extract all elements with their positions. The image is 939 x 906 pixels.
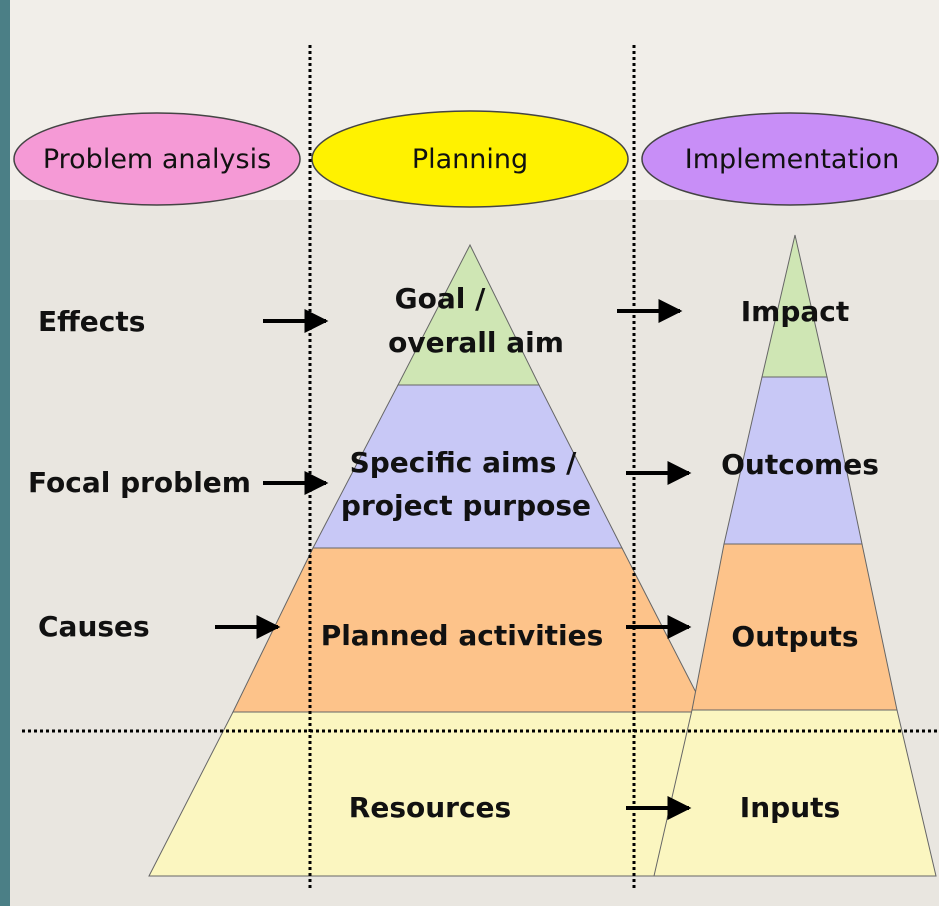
- label-focal-problem: Focal problem: [28, 466, 251, 499]
- label-outputs: Outputs: [731, 620, 858, 653]
- label-goal-line2: overall aim: [388, 326, 564, 359]
- implementation-ellipse: [641, 112, 939, 206]
- label-causes: Causes: [38, 610, 150, 643]
- label-resources: Resources: [349, 791, 511, 824]
- label-planned-activities: Planned activities: [321, 619, 604, 652]
- label-outcomes: Outcomes: [721, 448, 879, 481]
- label-impact: Impact: [741, 295, 850, 328]
- impl-tier-inputs: [653, 709, 937, 877]
- label-goal-line1: Goal /: [395, 282, 486, 315]
- problem-analysis-ellipse: [13, 112, 301, 206]
- left-edge-strip: [0, 0, 10, 906]
- header-implementation: Implementation: [685, 144, 899, 175]
- planning-ellipse: [311, 110, 629, 208]
- header-planning: Planning: [412, 144, 528, 175]
- label-effects: Effects: [38, 305, 145, 338]
- label-inputs: Inputs: [740, 791, 840, 824]
- label-specific-line1: Specific aims /: [350, 446, 578, 479]
- header-problem-analysis: Problem analysis: [43, 144, 271, 175]
- label-specific-line2: project purpose: [341, 489, 591, 522]
